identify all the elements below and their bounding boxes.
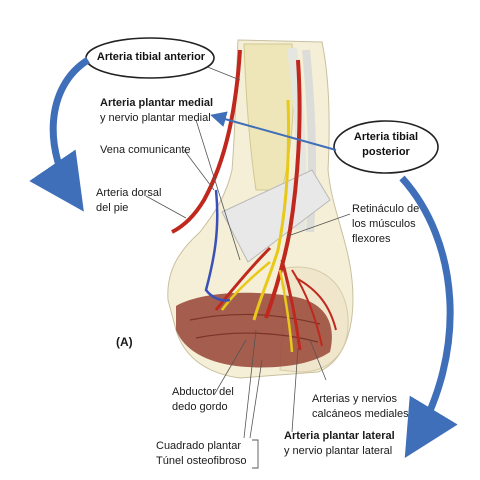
label-tibial-anterior: Arteria tibial anterior bbox=[96, 51, 206, 63]
label-calcaneos-1: Arterias y nervios bbox=[312, 393, 397, 405]
callout-tibial-posterior bbox=[333, 120, 439, 174]
calcaneal-branch bbox=[291, 269, 323, 347]
label-tunel: Túnel osteofibroso bbox=[156, 455, 247, 467]
label-retinaculo-1: Retináculo de bbox=[352, 203, 420, 215]
calcaneal-branch bbox=[295, 277, 337, 331]
label-abductor-1: Abductor del bbox=[172, 386, 234, 398]
label-dorsal-2: del pie bbox=[96, 202, 129, 214]
label-vena-comunicante: Vena comunicante bbox=[100, 144, 191, 156]
label-plantar-lateral-2: y nervio plantar lateral bbox=[284, 445, 393, 457]
label-plantar-lateral-1: Arteria plantar lateral bbox=[284, 430, 395, 442]
posterior-tibial-artery bbox=[264, 59, 302, 319]
label-tibial-posterior-1: Arteria tibial bbox=[353, 131, 419, 143]
label-retinaculo-2: los músculos bbox=[352, 218, 416, 230]
tibial-nerve bbox=[252, 99, 291, 321]
flexor-retinaculum bbox=[221, 169, 331, 263]
medial-plantar-nerve bbox=[220, 261, 271, 311]
label-plantar-medial-2: y nervio plantar medial bbox=[100, 112, 211, 124]
leader-lines bbox=[145, 65, 351, 439]
lateral-plantar-artery bbox=[280, 259, 302, 351]
label-calcaneos-2: calcáneos mediales bbox=[312, 408, 409, 420]
label-abductor-2: dedo gordo bbox=[172, 401, 228, 413]
label-cuadrado: Cuadrado plantar bbox=[156, 440, 242, 452]
label-tibial-posterior-2: posterior bbox=[362, 146, 410, 158]
panel-letter: (A) bbox=[116, 335, 133, 349]
muscle-fibers bbox=[189, 313, 321, 343]
arrow-to-dorsal bbox=[29, 57, 90, 212]
label-dorsal-1: Arteria dorsal bbox=[96, 187, 162, 199]
bracket bbox=[252, 439, 259, 469]
arrow-to-plantar-medial bbox=[210, 111, 337, 151]
lateral-plantar-nerve bbox=[278, 269, 294, 353]
arrow-to-plantar-lateral bbox=[399, 175, 458, 458]
label-plantar-medial-1: Arteria plantar medial bbox=[100, 97, 214, 109]
communicating-vein bbox=[204, 189, 231, 302]
medial-plantar-artery bbox=[214, 246, 272, 311]
label-retinaculo-3: flexores bbox=[352, 233, 391, 245]
